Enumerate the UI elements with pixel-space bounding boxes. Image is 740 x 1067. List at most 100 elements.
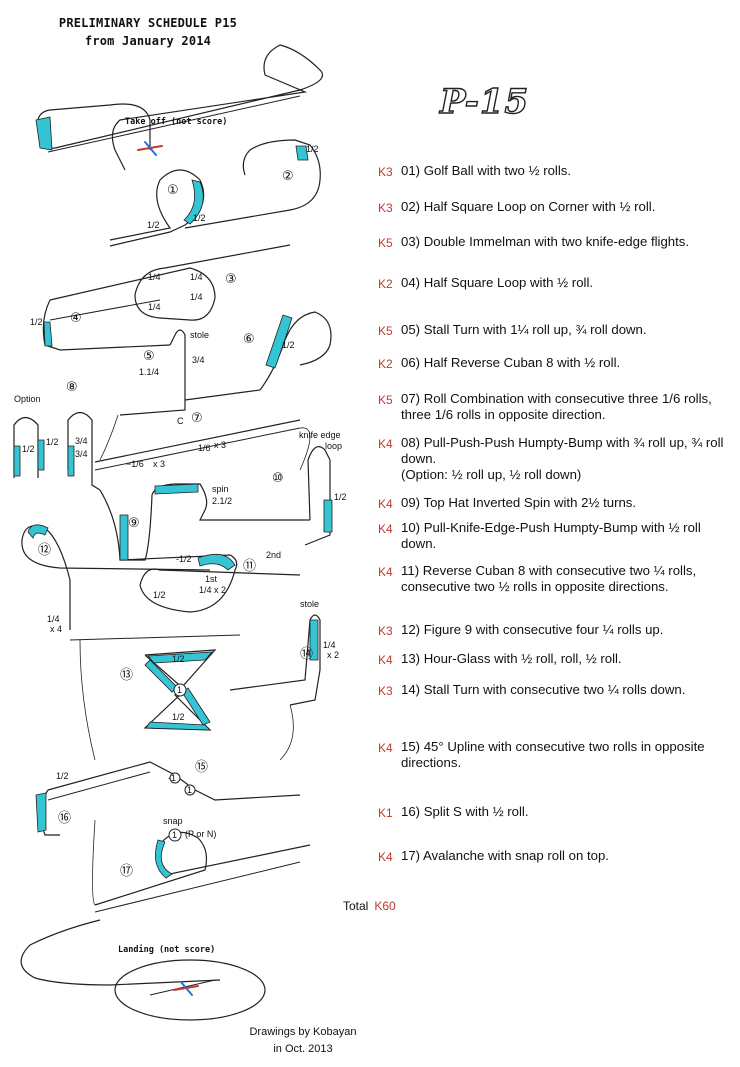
maneuver-text: 16) Split S with ½ roll. <box>401 804 733 820</box>
lbl-fig14-x2: x 2 <box>327 650 339 660</box>
maneuver-text: 11) Reverse Cuban 8 with consecutive two… <box>401 563 733 595</box>
figure-7-path <box>95 420 300 462</box>
maneuver-text: 15) 45° Upline with consecutive two roll… <box>401 739 733 771</box>
total-label: Total <box>343 899 368 913</box>
lbl-fig10-half: 1/2 <box>334 492 347 502</box>
lbl-fig14-stole: stole <box>300 599 319 609</box>
maneuver-text: 07) Roll Combination with consecutive th… <box>401 391 733 423</box>
lbl-fig11-neghalf: -1/2 <box>176 554 192 564</box>
maneuver-text: 03) Double Immelman with two knife-edge … <box>401 234 733 250</box>
credit-line1: Drawings by Kobayan <box>228 1024 378 1041</box>
k-factor: K4 <box>378 520 401 552</box>
k-factor: K2 <box>378 275 401 292</box>
fig2-number: ② <box>282 169 294 184</box>
lbl-fig7-negsixth: −1/6 <box>126 459 144 469</box>
lbl-opt-half-b: 1/2 <box>46 437 59 447</box>
maneuver-text: 04) Half Square Loop with ½ roll. <box>401 275 733 291</box>
fig17-number: ⑰ <box>120 864 133 879</box>
maneuver-text: 14) Stall Turn with consecutive two ¼ ro… <box>401 682 733 698</box>
fig14-number: ⑭ <box>300 647 313 662</box>
k-factor: K3 <box>378 682 401 699</box>
k-factor: K4 <box>378 848 401 865</box>
k-factor: K4 <box>378 495 401 512</box>
k-factor: K4 <box>378 739 401 771</box>
lbl-fig5-3q: 3/4 <box>192 355 205 365</box>
roll-seg-17 <box>155 840 172 878</box>
fig6-number: ⑥ <box>243 332 255 347</box>
roll-seg-10 <box>324 500 332 532</box>
lbl-fig4-half: 1/2 <box>30 317 43 327</box>
maneuver-option-text: (Option: ½ roll up, ½ roll down) <box>401 467 733 483</box>
lbl-fig3-q4: 1/4 <box>190 292 203 302</box>
lbl-1st: 1st <box>205 574 218 584</box>
runway-oval <box>115 960 265 1020</box>
maneuver-desc: 06) Half Reverse Cuban 8 with ½ roll. <box>401 355 733 372</box>
lbl-fig11-qx2: 1/4 x 2 <box>199 585 226 595</box>
fig11-number: ⑪ <box>243 559 256 574</box>
lbl-loop: loop <box>325 441 342 451</box>
fig16-number: ⑯ <box>58 811 71 826</box>
lbl-fig3-q2: 1/4 <box>190 272 203 282</box>
lbl-fig11-half: 1/2 <box>153 590 166 600</box>
k-factor: K5 <box>378 234 401 251</box>
roll-seg-8a <box>68 446 74 476</box>
lbl-fig1-half-a: 1/2 <box>147 220 160 230</box>
lbl-fig8-3q-a: 3/4 <box>75 436 88 446</box>
maneuver-desc: 04) Half Square Loop with ½ roll. <box>401 275 733 292</box>
k-factor: K5 <box>378 391 401 423</box>
maneuver-row: K301) Golf Ball with two ½ rolls. <box>378 163 733 180</box>
takeoff-track <box>38 45 323 170</box>
fig4-number: ④ <box>70 311 82 326</box>
lbl-fig2-half: 1/2 <box>306 144 319 154</box>
credit: Drawings by Kobayan in Oct. 2013 <box>228 1024 378 1058</box>
lbl-knife-edge: knife edge <box>299 430 341 440</box>
figure-1-path <box>110 170 204 246</box>
takeoff-label: Take off (not score) <box>125 117 227 127</box>
maneuver-desc: 05) Stall Turn with 1¼ roll up, ¾ roll d… <box>401 322 733 339</box>
fig10-number: ⑩ <box>272 471 284 486</box>
k-factor: K3 <box>378 163 401 180</box>
lbl-fig15-one: 1 <box>187 785 192 795</box>
k-factor: K4 <box>378 435 401 483</box>
lbl-fig7-c: C <box>177 416 184 426</box>
maneuver-text: 10) Pull-Knife-Edge-Push Humpty-Bump wit… <box>401 520 733 552</box>
lbl-fig13-one: 1 <box>177 685 182 695</box>
lbl-fig13-half-b: 1/2 <box>172 712 185 722</box>
lbl-fig17-one: 1 <box>172 830 177 840</box>
fig13-number: ⑬ <box>120 668 133 683</box>
maneuver-row: K409) Top Hat Inverted Spin with 2½ turn… <box>378 495 733 512</box>
lbl-option: Option <box>14 394 41 404</box>
k-factor: K2 <box>378 355 401 372</box>
lbl-fig12-x4: x 4 <box>50 624 62 634</box>
roll-seg-9a <box>120 515 128 560</box>
maneuver-desc: 07) Roll Combination with consecutive th… <box>401 391 733 423</box>
lbl-fig5-1q: 1.1/4 <box>139 367 159 377</box>
lbl-fig12-quarter: 1/4 <box>47 614 60 624</box>
fig1-number: ① <box>167 183 179 198</box>
roll-seg-13c <box>145 660 178 692</box>
fig9-number: ⑨ <box>128 516 140 531</box>
lbl-fig14-quarter: 1/4 <box>323 640 336 650</box>
lbl-fig8-3q-b: 3/4 <box>75 449 88 459</box>
lbl-snap: snap <box>163 816 183 826</box>
maneuver-text: 09) Top Hat Inverted Spin with 2½ turns. <box>401 495 733 511</box>
lbl-fig6-half: 1/2 <box>282 340 295 350</box>
credit-line2: in Oct. 2013 <box>228 1041 378 1058</box>
maneuver-desc: 09) Top Hat Inverted Spin with 2½ turns. <box>401 495 733 512</box>
maneuver-row: K410) Pull-Knife-Edge-Push Humpty-Bump w… <box>378 520 733 552</box>
k-factor: K4 <box>378 563 401 595</box>
maneuver-text: 02) Half Square Loop on Corner with ½ ro… <box>401 199 733 215</box>
maneuver-desc: 02) Half Square Loop on Corner with ½ ro… <box>401 199 733 216</box>
lbl-stole: stole <box>190 330 209 340</box>
maneuver-text: 12) Figure 9 with consecutive four ¼ rol… <box>401 622 733 638</box>
maneuver-desc: 15) 45° Upline with consecutive two roll… <box>401 739 733 771</box>
k-factor: K3 <box>378 622 401 639</box>
landing-label: Landing (not score) <box>118 944 215 955</box>
maneuver-text: 01) Golf Ball with two ½ rolls. <box>401 163 733 179</box>
